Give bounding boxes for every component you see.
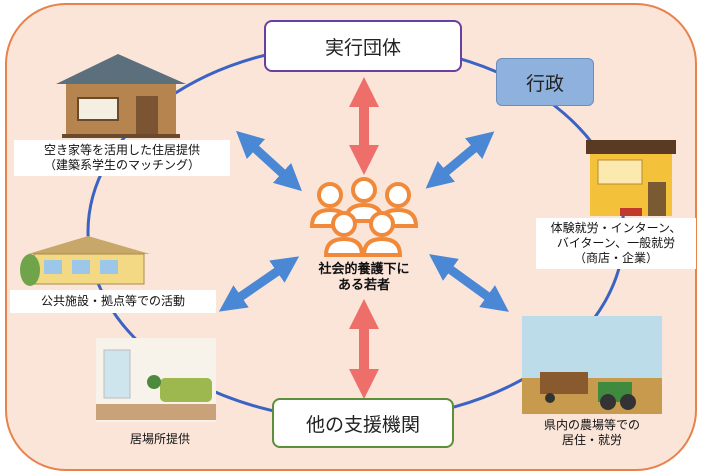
farm-illustration [522, 316, 662, 414]
center-label-line1: 社会的養護下に [318, 262, 410, 277]
arrow-government [425, 131, 495, 189]
public-facility-label: 公共施設・拠点等での活動 [10, 290, 216, 313]
farm-label-line1: 県内の農場等での [543, 418, 640, 432]
shelter-label-text: 居場所提供 [129, 432, 190, 446]
right-box-label: 行政 [525, 72, 564, 95]
top-box-executing-body: 実行団体 [264, 20, 462, 72]
public-facility-illustration [20, 236, 150, 286]
housing-label-line1: 空き家等を活用した住居提供 [43, 143, 200, 157]
house-illustration [56, 54, 186, 138]
farm-label: 県内の農場等での 居住・就労 [522, 418, 662, 448]
bottom-box-label: 他の支援機関 [305, 413, 420, 436]
center-label-line2: ある若者 [337, 278, 390, 294]
shop-illustration [586, 140, 676, 216]
living-room-illustration [96, 338, 216, 422]
work-label-line2: バイターン、一般就労 [556, 236, 676, 250]
housing-label: 空き家等を活用した住居提供 （建築系学生のマッチング） [14, 140, 230, 176]
youth-group-icon [309, 177, 419, 257]
bottom-box-other-support: 他の支援機関 [272, 398, 454, 448]
arrow-housing [236, 130, 302, 192]
arrow-farm [429, 254, 509, 312]
right-box-government: 行政 [496, 58, 594, 106]
top-box-label: 実行団体 [324, 36, 401, 59]
work-label-line3: （商店・企業） [573, 251, 658, 265]
public-facility-label-text: 公共施設・拠点等での活動 [40, 294, 185, 308]
work-label: 体験就労・インターン、 バイターン、一般就労 （商店・企業） [536, 218, 696, 269]
work-label-line1: 体験就労・インターン、 [550, 221, 682, 235]
housing-label-line2: （建築系学生のマッチング） [43, 158, 200, 172]
center-label: 社会的養護下に ある若者 [294, 262, 434, 295]
arrow-public-facility [218, 256, 300, 312]
shelter-label: 居場所提供 [110, 432, 210, 447]
farm-label-line2: 居住・就労 [561, 433, 622, 447]
